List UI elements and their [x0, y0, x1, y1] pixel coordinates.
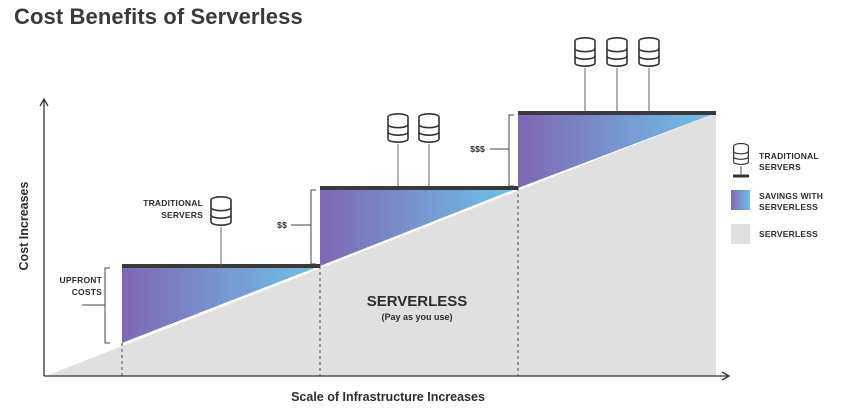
upfront-costs-annotation: UPFRONT COSTS: [60, 267, 110, 344]
database-icon: [606, 37, 628, 67]
savings-area-step-3: [518, 113, 716, 188]
database-icon: [210, 196, 232, 226]
legend-item-serverless: SERVERLESS: [731, 224, 818, 244]
x-axis-label: Scale of Infrastructure Increases: [291, 390, 485, 404]
serverless-center-label: SERVERLESS: [367, 293, 468, 310]
upfront-costs-label-line1: UPFRONT: [60, 275, 103, 285]
axes: [39, 97, 731, 381]
serverless-center-sublabel: (Pay as you use): [381, 312, 452, 322]
step-2-cost-label: $$: [277, 220, 287, 230]
traditional-servers-label-line2: SERVERS: [161, 210, 203, 220]
step-3-cost-label: $$$: [470, 144, 485, 154]
legend-item-savings: SAVINGS WITH SERVERLESS: [731, 190, 823, 212]
legend: TRADITIONAL SERVERS SAVINGS WITH SERVERL…: [731, 143, 823, 244]
legend-item-traditional-servers: TRADITIONAL SERVERS: [733, 143, 819, 178]
legend-traditional-servers-line1: TRADITIONAL: [759, 151, 819, 161]
database-icon: [638, 37, 660, 67]
traditional-servers-label-line1: TRADITIONAL: [143, 198, 203, 208]
legend-traditional-servers-line2: SERVERS: [759, 162, 801, 172]
savings-area-step-2: [320, 188, 518, 266]
legend-serverless-swatch: [731, 224, 750, 244]
step-2-servers: [387, 113, 440, 186]
step-3-cost-annotation: $$$: [470, 114, 514, 187]
legend-savings-line2: SERVERLESS: [759, 202, 818, 212]
serverless-area: [46, 113, 716, 376]
legend-savings-line1: SAVINGS WITH: [759, 191, 823, 201]
step-2-cost-annotation: $$: [277, 189, 316, 265]
traditional-servers-annotation: TRADITIONAL SERVERS: [143, 196, 232, 265]
page-title: Cost Benefits of Serverless: [14, 4, 303, 29]
database-icon: [733, 143, 749, 165]
legend-savings-swatch: [731, 190, 750, 210]
traditional-cost-steps: [122, 111, 716, 268]
savings-area-step-1: [122, 266, 320, 343]
database-icon: [418, 113, 440, 143]
y-axis-label: Cost Increases: [17, 181, 31, 270]
database-icon: [387, 113, 409, 143]
database-icon: [574, 37, 596, 67]
step-3-servers: [574, 37, 660, 111]
legend-serverless-label: SERVERLESS: [759, 229, 818, 239]
upfront-costs-label-line2: COSTS: [72, 287, 102, 297]
